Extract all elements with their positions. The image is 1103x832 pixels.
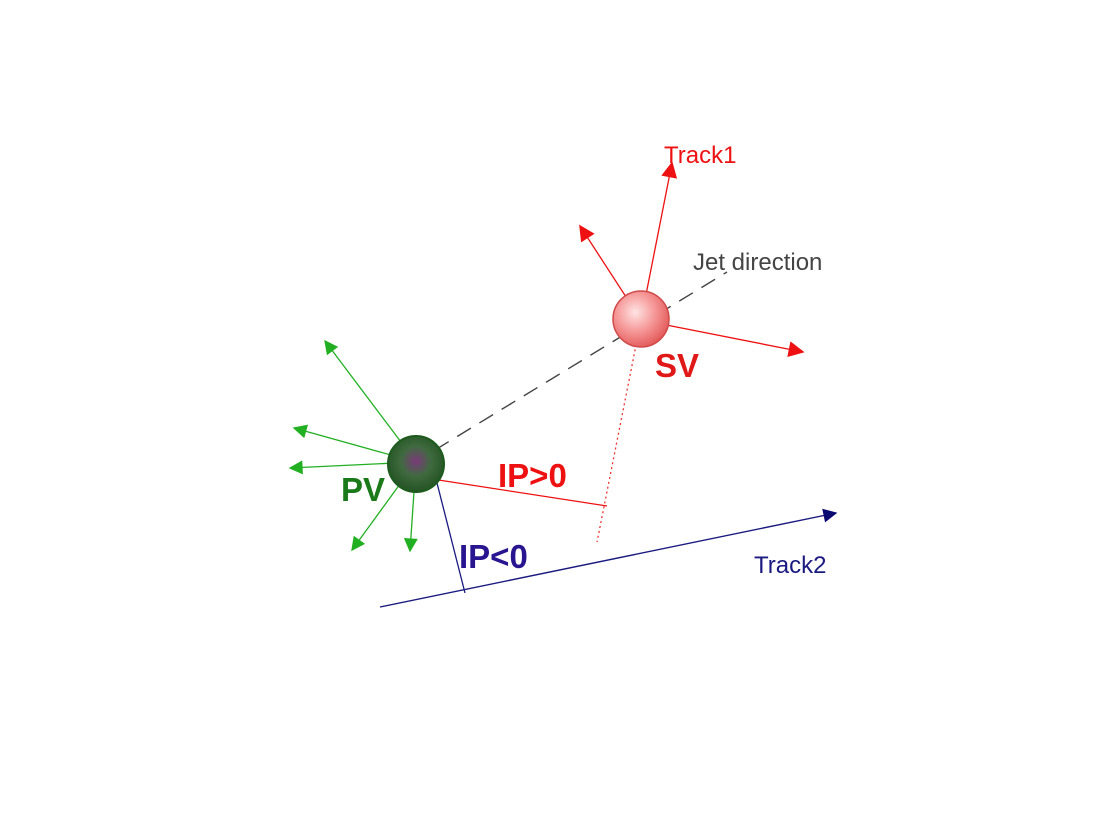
jet-direction-line [434,271,728,451]
pv-label: PV [341,471,385,508]
jet-direction-label: Jet direction [693,249,822,276]
ip-negative-line [436,482,466,594]
ip-negative-label: IP<0 [459,538,528,575]
track2-label: Track2 [754,552,826,579]
secondary-vertex [612,290,670,348]
track1-label: Track1 [664,142,736,169]
primary-vertex [387,435,445,493]
ip-positive-line [431,478,608,507]
ip-positive-label: IP>0 [498,457,567,494]
track2-line [379,508,838,608]
sv-label: SV [655,347,699,384]
track1-extrapolation [596,319,642,543]
